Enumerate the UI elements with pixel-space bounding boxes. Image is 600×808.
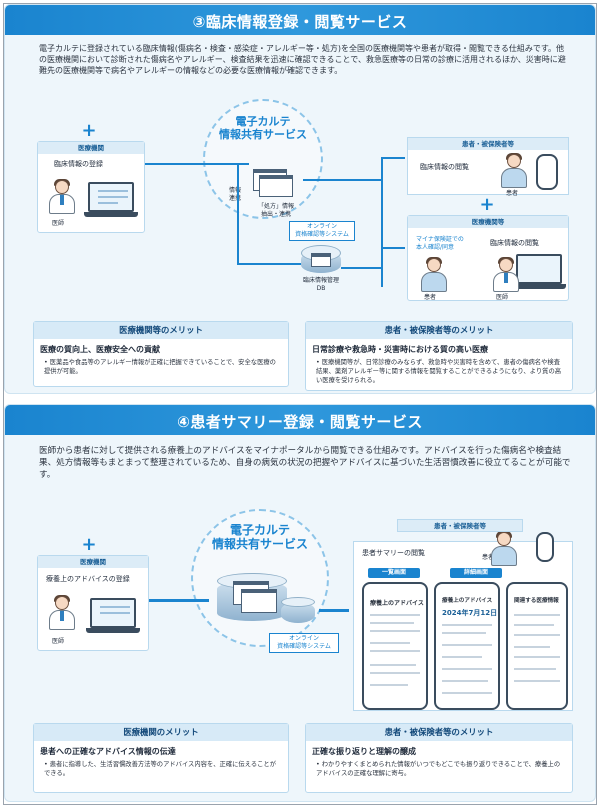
section-patient-summary: ④患者サマリー登録・閲覧サービス 医師から患者に対して提供される療養上のアドバイ…	[4, 404, 596, 802]
flow-diagram: + 医療機関 臨床情報の登録 医師 電子カルテ 情報共有サービス 情報 連携 「…	[13, 97, 587, 307]
merit-header: 患者・被保険者等のメリット	[306, 724, 572, 741]
arrow-icon	[149, 599, 209, 602]
patient-head: 患者・被保険者等	[397, 519, 523, 532]
merit-title: 患者への正確なアドバイス情報の伝達	[40, 747, 176, 756]
detail-pill: 詳細画面	[450, 568, 502, 578]
arrow-icon	[237, 263, 301, 265]
merit-title: 正確な振り返りと理解の醸成	[312, 747, 416, 756]
document-icon	[311, 253, 331, 267]
patient2-label: 患者	[424, 294, 437, 301]
patient-house: 患者・被保険者等 臨床情報の閲覧 患者	[407, 137, 569, 197]
phone-icon	[536, 154, 558, 190]
portal-label: オンライン 資格確認等システム	[269, 633, 339, 653]
patient-label: 患者	[482, 554, 495, 561]
doctor-label: 医師	[52, 638, 65, 645]
merit-right-box: 患者・被保険者等のメリット 正確な振り返りと理解の醸成 • わかりやすくまとめら…	[305, 723, 573, 793]
section-title: ③臨床情報登録・閲覧サービス	[192, 13, 408, 31]
merit-left-box: 医療機関等のメリット 医療の質向上、医療安全への貢献 • 医薬品や食品等のアレル…	[33, 321, 289, 387]
hospital2-card: 医療機関等 マイナ保険証での 本人確認/同意 臨床情報の閲覧 患者 医師	[407, 215, 569, 301]
merit-text-body: わかりやすくまとめられた情報がいつでもどこでも振り返りできることで、療養上のアド…	[316, 761, 561, 777]
section-title: ④患者サマリー登録・閲覧サービス	[177, 413, 423, 431]
merit-text-body: 医薬品や食品等のアレルギー情報が正確に把握できていることで、安全な医療の提供が可…	[44, 359, 276, 375]
patient-label: 患者	[506, 190, 519, 197]
document-icon	[241, 589, 277, 613]
merit-title: 日常診療や救急時・災害時における質の高い医療	[312, 345, 488, 354]
hub-title: 電子カルテ 情報共有サービス	[219, 115, 307, 141]
arrow-icon	[381, 157, 405, 159]
phone-title: 療養上のアドバイス	[370, 600, 424, 607]
plus-icon: +	[479, 194, 495, 215]
section-intro: 電子カルテに登録されている臨床情報(傷病名・検査・感染症・アレルギー等・処方)を…	[39, 44, 566, 75]
merit-text: • 医療機関等が、日常診療のみならず、救急時や災害時を含めて、患者の傷病名や検査…	[316, 359, 562, 384]
patient-house: 患者サマリーの閲覧 患者 一覧画面 詳細画面 療養上のアドバイス 療養上のアドバ…	[353, 531, 573, 711]
merit-text: • 医薬品や食品等のアレルギー情報が正確に把握できていることで、安全な医療の提供…	[44, 359, 276, 375]
arrow-icon	[319, 609, 349, 612]
hospital-card: 医療機関 療養上のアドバイスの登録 医師	[37, 555, 149, 651]
patient-icon	[500, 153, 528, 188]
info-link-label: 情報 連携	[229, 187, 242, 202]
phone-title: 療養上のアドバイス	[442, 598, 493, 604]
hub-title: 電子カルテ 情報共有サービス	[211, 523, 308, 551]
phone-list-screen: 療養上のアドバイス	[362, 582, 428, 710]
merit-title: 医療の質向上、医療安全への貢献	[40, 345, 160, 354]
phone-detail-screen: 療養上のアドバイス 2024年7月12日	[434, 582, 500, 710]
merit-header: 医療機関のメリット	[34, 724, 288, 741]
doctor2-label: 医師	[496, 294, 509, 301]
section-intro: 医師から患者に対して提供される療養上のアドバイスをマイナポータルから閲覧できる仕…	[39, 446, 571, 480]
doctor-icon	[48, 179, 76, 214]
hospital2-view-label: 臨床情報の閲覧	[490, 239, 539, 247]
merit-text: • わかりやすくまとめられた情報がいつでもどこでも振り返りできることで、療養上の…	[316, 761, 561, 777]
doctor-icon	[492, 257, 520, 292]
arrow-icon	[341, 267, 383, 269]
arrow-icon	[145, 163, 249, 165]
merit-text: • 患者に指導した、生活習慣改善方法等のアドバイス内容を、正確に伝えることができ…	[44, 761, 277, 777]
patient-icon	[420, 257, 448, 292]
flow-diagram: + 医療機関 療養上のアドバイスの登録 医師 電子カルテ 情報共有サービス オン…	[13, 489, 587, 715]
section-banner: ③臨床情報登録・閲覧サービス	[5, 5, 595, 35]
patient-view-label: 臨床情報の閲覧	[420, 163, 469, 171]
hospital-card: 医療機関 臨床情報の登録 医師	[37, 141, 145, 233]
document-icon	[259, 175, 293, 197]
section-banner: ④患者サマリー登録・閲覧サービス	[5, 405, 595, 435]
portal-label: オンライン 資格確認等システム	[289, 221, 355, 241]
merit-left-box: 医療機関のメリット 患者への正確なアドバイス情報の伝達 • 患者に指導した、生活…	[33, 723, 289, 793]
card-header: 患者・被保険者等	[408, 138, 568, 150]
plus-icon: +	[81, 534, 97, 555]
merit-text-body: 患者に指導した、生活習慣改善方法等のアドバイス内容を、正確に伝えることができる。	[44, 761, 277, 777]
card-header: 医療機関等	[408, 216, 568, 228]
arrow-icon	[303, 179, 381, 181]
phone-related-screen: 関連する医療情報	[506, 582, 568, 710]
merit-right-box: 患者・被保険者等のメリット 日常診療や救急時・災害時における質の高い医療 • 医…	[305, 321, 573, 391]
phone-date: 2024年7月12日	[442, 609, 498, 617]
phone-icon	[536, 532, 554, 562]
phone-title: 関連する医療情報	[514, 598, 559, 604]
merit-text-body: 医療機関等が、日常診療のみならず、救急時や災害時を含めて、患者の傷病名や検査結果…	[316, 359, 562, 384]
register-label: 療養上のアドバイスの登録	[46, 575, 130, 583]
database-icon	[281, 597, 315, 623]
register-label: 臨床情報の登録	[54, 160, 103, 168]
outer-frame	[3, 3, 597, 805]
prescription-label: 「処方」情報 抽出・連携	[257, 203, 294, 218]
card-header: 医療機関	[38, 142, 144, 154]
card-header: 医療機関	[38, 556, 148, 568]
arrow-icon	[381, 157, 383, 287]
hub-circle	[203, 99, 323, 219]
arrow-icon	[237, 163, 239, 263]
section-clinical-info: ③臨床情報登録・閲覧サービス 電子カルテに登録されている臨床情報(傷病名・検査・…	[4, 4, 596, 394]
db-label: 臨床情報管理 DB	[302, 277, 339, 292]
plus-icon: +	[81, 120, 97, 141]
mynumber-label: マイナ保険証での 本人確認/同意	[416, 236, 464, 251]
merit-header: 患者・被保険者等のメリット	[306, 322, 572, 339]
arrow-icon	[381, 247, 405, 249]
merit-header: 医療機関等のメリット	[34, 322, 288, 339]
patient-icon	[490, 531, 518, 566]
doctor-icon	[48, 595, 76, 630]
patient-view-label: 患者サマリーの閲覧	[362, 549, 425, 557]
list-pill: 一覧画面	[368, 568, 420, 578]
doctor-label: 医師	[52, 220, 65, 227]
